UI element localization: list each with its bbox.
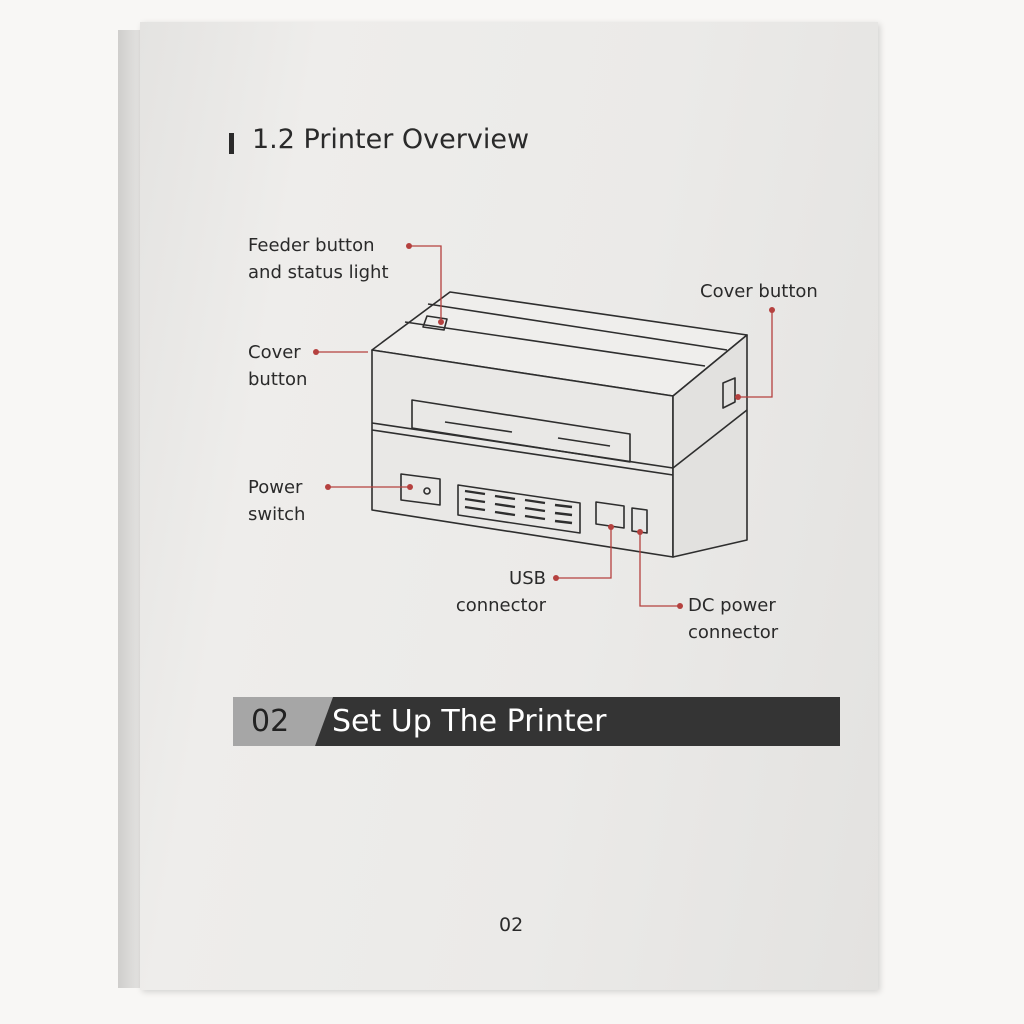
heading-marker (229, 133, 234, 154)
callout-cover-line2: button (248, 369, 308, 390)
callout-cover-line1: Cover (248, 342, 301, 363)
side-cover-button (722, 377, 736, 409)
callout-dc-line2: connector (688, 622, 779, 643)
chapter-banner: 02 Set Up The Printer (233, 697, 840, 746)
vent-grille (457, 484, 581, 534)
callout-feeder: Feeder button and status light (248, 232, 389, 286)
usb-port (595, 501, 625, 529)
chapter-number: 02 (233, 697, 333, 746)
callout-usb-line2: connector (455, 595, 546, 616)
callout-usb-line1: USB (509, 568, 546, 589)
callout-dc: DC power connector (688, 592, 778, 646)
callout-usb: USB connector (449, 565, 546, 619)
chapter-title: Set Up The Printer (332, 704, 607, 739)
callout-dc-line1: DC power (688, 595, 776, 616)
page-number: 02 (499, 914, 524, 936)
callout-cover-right: Cover button (700, 281, 818, 302)
dc-port (631, 507, 648, 534)
section-heading: 1.2 Printer Overview (252, 124, 530, 155)
callout-lines (316, 245, 773, 607)
callout-power: Power switch (248, 474, 305, 528)
callout-dots (313, 243, 775, 609)
callout-feeder-line1: Feeder button (248, 235, 375, 256)
feeder-button (422, 315, 448, 331)
printer-side (672, 334, 748, 558)
callout-cover-left: Cover button (248, 339, 307, 393)
paper-slot (411, 399, 631, 463)
power-switch (400, 473, 441, 506)
callout-power-line2: switch (248, 504, 306, 525)
callout-power-line1: Power (248, 477, 303, 498)
callout-feeder-line2: and status light (248, 262, 389, 283)
